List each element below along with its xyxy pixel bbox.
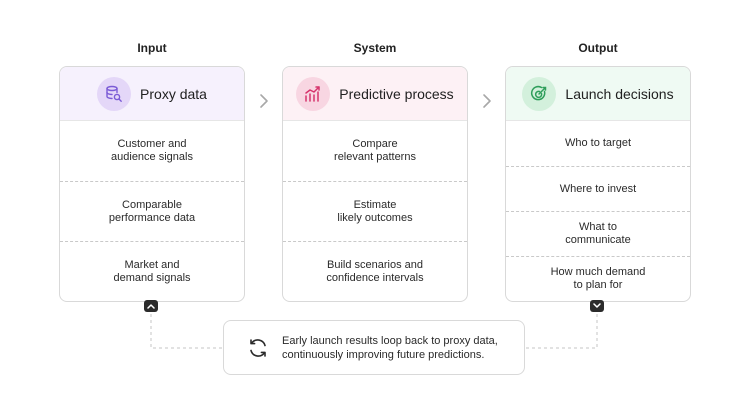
list-item: Who to target [564, 137, 632, 149]
loop-connector [150, 308, 598, 349]
card-title: Launch decisions [565, 85, 674, 102]
chevron-up-icon [144, 300, 158, 312]
card-header-proxy-data: Proxy data [60, 67, 244, 121]
feedback-loop-note: Early launch results loop back to proxy … [223, 320, 525, 375]
list-item: Market and demand signals [60, 241, 244, 301]
list-item: What to communicate [506, 211, 690, 256]
database-search-icon [97, 76, 132, 111]
chevron-right-icon [260, 94, 268, 108]
card-launch-decisions: Launch decisions Who to target Where to … [505, 66, 691, 302]
card-proxy-data: Proxy data Customer and audience signals… [59, 66, 245, 302]
card-title: Proxy data [140, 85, 207, 102]
card-predictive-process: Predictive process Compare relevant patt… [282, 66, 468, 302]
card-header-predictive-process: Predictive process [283, 67, 467, 121]
refresh-cycle-icon [250, 338, 266, 357]
list-item: Compare relevant patterns [334, 138, 416, 163]
list-item: Where to invest [506, 166, 690, 211]
list-item: Customer and audience signals [111, 138, 193, 163]
heading-input: Input [137, 41, 167, 55]
chevron-down-icon [590, 300, 604, 312]
heading-system: System [353, 41, 397, 55]
list-item: Estimate likely outcomes [283, 181, 467, 241]
card-header-launch-decisions: Launch decisions [506, 67, 690, 121]
chevron-right-icon [483, 94, 491, 108]
trend-chart-icon [296, 76, 331, 111]
list-item: How much demand to plan for [506, 256, 690, 301]
heading-output: Output [578, 41, 618, 55]
card-title: Predictive process [339, 85, 454, 102]
list-item: Comparable performance data [60, 181, 244, 241]
target-icon [522, 76, 557, 111]
list-item: Build scenarios and confidence intervals [283, 241, 467, 301]
feedback-loop-text: Early launch results loop back to proxy … [282, 334, 498, 361]
